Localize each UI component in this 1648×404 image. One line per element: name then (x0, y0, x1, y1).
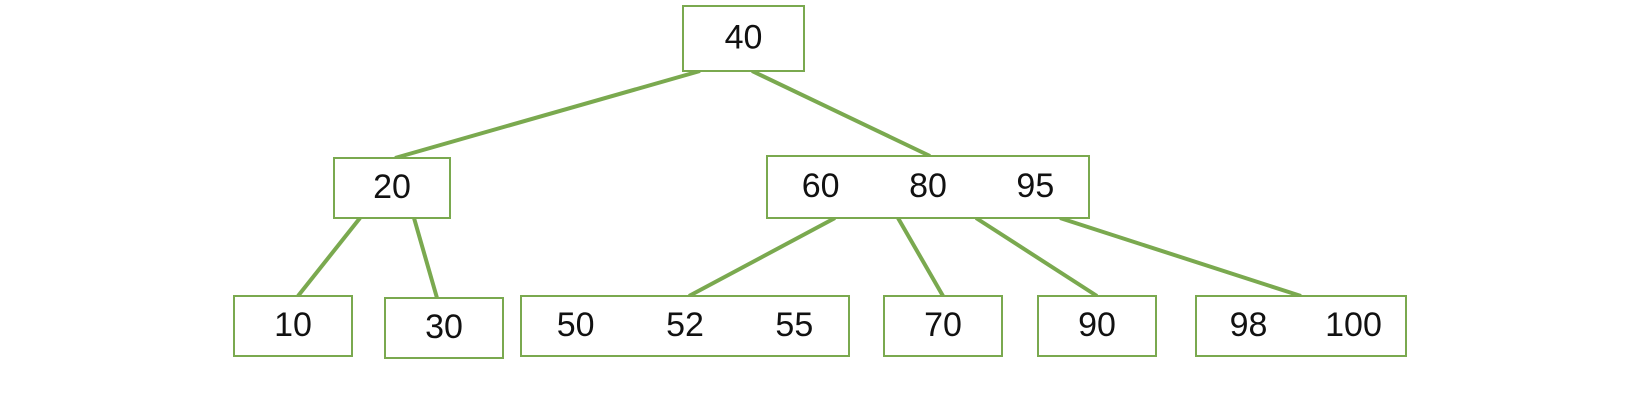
node-key: 100 (1325, 306, 1382, 344)
node-10-box[interactable] (233, 295, 353, 357)
node-50-52-55[interactable]: 50 52 55 (520, 295, 850, 357)
edge-20-to-10 (296, 216, 362, 298)
node-key: 90 (1078, 306, 1116, 344)
internal-level: 20 60 80 95 (333, 155, 1090, 219)
edge-20-to-30 (412, 217, 439, 299)
node-key: 60 (802, 167, 840, 205)
node-key: 50 (557, 306, 595, 344)
node-10[interactable]: 10 (233, 295, 353, 357)
leaf-level: 10 30 50 52 55 70 90 98 100 (233, 295, 1407, 359)
node-key: 20 (373, 168, 411, 206)
node-90-box[interactable] (1037, 295, 1157, 357)
node-30[interactable]: 30 (384, 297, 504, 359)
node-40-box[interactable] (682, 5, 805, 72)
node-key: 95 (1016, 167, 1054, 205)
edge-40-to-20 (394, 69, 701, 160)
edge-60-80-95-to-90 (974, 216, 1099, 298)
node-key: 55 (775, 306, 813, 344)
node-98-100[interactable]: 98 100 (1195, 295, 1407, 357)
root-level: 40 (682, 5, 805, 72)
edge-60-80-95-to-98-100 (1059, 216, 1302, 298)
node-90[interactable]: 90 (1037, 295, 1157, 357)
node-key: 52 (666, 306, 704, 344)
node-60-80-95-box[interactable] (766, 155, 1090, 219)
node-key: 98 (1230, 306, 1268, 344)
node-key: 30 (425, 308, 463, 346)
edge-40-to-60-80-95 (751, 69, 931, 158)
node-20[interactable]: 20 (333, 157, 451, 219)
node-40[interactable]: 40 (682, 5, 805, 72)
edge-60-80-95-to-70 (896, 217, 945, 297)
node-70-box[interactable] (883, 295, 1003, 357)
node-20-box[interactable] (333, 157, 451, 219)
node-key: 10 (274, 306, 312, 344)
node-98-100-box[interactable] (1195, 295, 1407, 357)
node-key: 70 (924, 306, 962, 344)
node-layer: 40 20 60 80 95 10 30 50 52 55 70 90 98 100 (233, 5, 1407, 359)
edge-60-80-95-to-50-52-55 (688, 216, 836, 298)
node-30-box[interactable] (384, 297, 504, 359)
node-60-80-95[interactable]: 60 80 95 (766, 155, 1090, 219)
node-70[interactable]: 70 (883, 295, 1003, 357)
edge-layer (296, 69, 1302, 299)
node-50-52-55-box[interactable] (520, 295, 850, 357)
node-key: 40 (725, 18, 763, 56)
node-key: 80 (909, 167, 947, 205)
